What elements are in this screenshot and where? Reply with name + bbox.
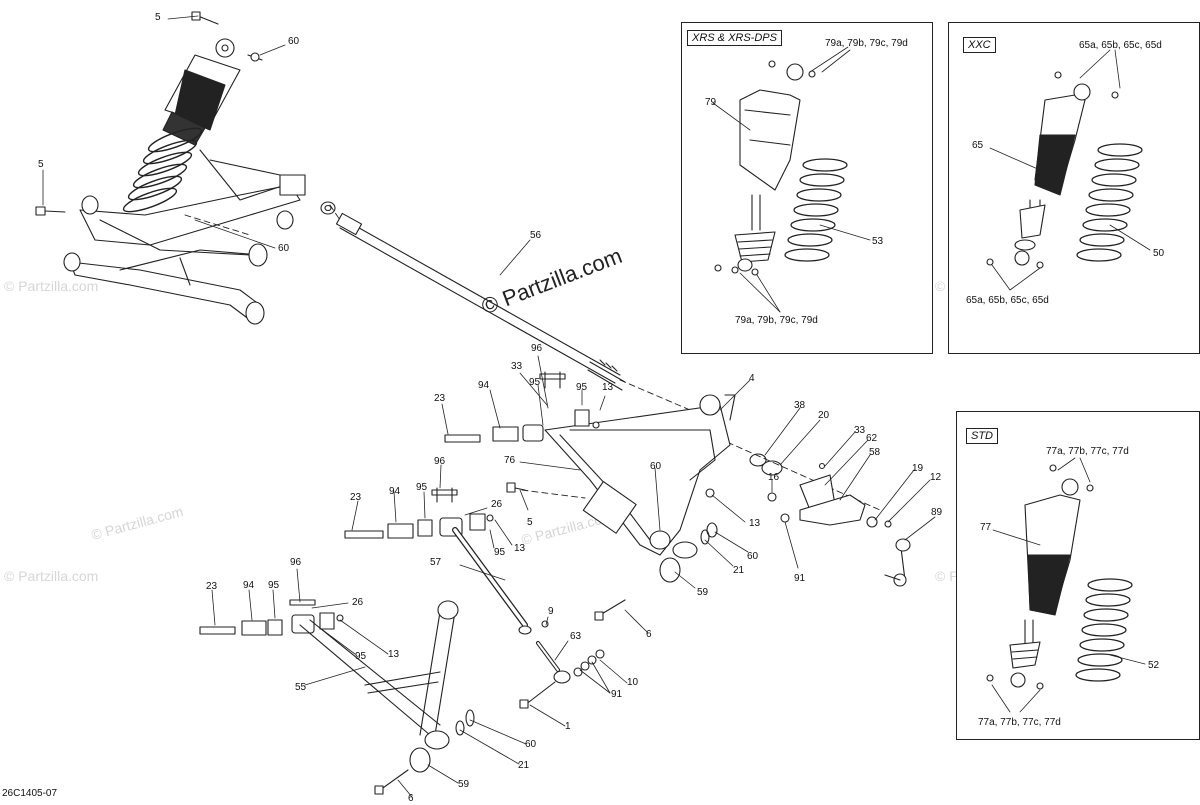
callout-label: 10 xyxy=(627,677,639,688)
callout-label: 33 xyxy=(511,361,523,372)
callout-label: 55 xyxy=(295,682,307,693)
inset-std-title: STD xyxy=(966,428,998,444)
callout-label: 23 xyxy=(350,492,362,503)
callout-label: 95 xyxy=(494,547,506,558)
inset-xxc xyxy=(948,22,1200,354)
callout-label: 63 xyxy=(570,631,582,642)
inset-std xyxy=(956,411,1200,740)
std-spring-drawing xyxy=(1075,578,1133,682)
callout-label: 21 xyxy=(518,760,530,771)
callout-label: 95 xyxy=(416,482,428,493)
callout-label: 89 xyxy=(931,507,943,518)
callout-label: 6 xyxy=(646,629,652,640)
callout-label: 58 xyxy=(869,447,881,458)
callout-label: 16 xyxy=(768,472,780,483)
callout-label: 19 xyxy=(912,463,924,474)
diagram-code: 26C1405-07 xyxy=(2,788,58,799)
callout-label: 20 xyxy=(818,410,830,421)
upper-arm xyxy=(544,394,736,559)
callout-label: 13 xyxy=(514,543,526,554)
middle-bushing-set xyxy=(344,487,494,539)
callout-label: 95 xyxy=(529,377,541,388)
callout-label: 60 xyxy=(288,36,300,47)
callout-label: 13 xyxy=(388,649,400,660)
callout-label: 56 xyxy=(530,230,542,241)
callout-label: 79 xyxy=(705,97,717,108)
callout-label: 77a, 77b, 77c, 77d xyxy=(978,717,1061,728)
callout-label: 77 xyxy=(980,522,992,533)
callout-label: 60 xyxy=(278,243,290,254)
callout-label: 12 xyxy=(930,472,942,483)
leader-lines xyxy=(42,15,1151,798)
inset-xrs-title: XRS & XRS-DPS xyxy=(687,30,782,46)
watermark: © Partzilla.com xyxy=(4,278,99,294)
callout-label: 65a, 65b, 65c, 65d xyxy=(966,295,1049,306)
xrs-spring-drawing xyxy=(784,158,848,262)
callout-label: 95 xyxy=(355,651,367,662)
callout-label: 60 xyxy=(650,461,662,472)
std-shock-drawing xyxy=(986,464,1094,690)
callout-label: 91 xyxy=(794,573,806,584)
callout-label: 6 xyxy=(408,793,414,804)
callout-label: 79a, 79b, 79c, 79d xyxy=(825,38,908,49)
callout-label: 13 xyxy=(602,382,614,393)
callout-label: 76 xyxy=(504,455,516,466)
inset-xrs xyxy=(681,22,933,354)
callout-label: 91 xyxy=(611,689,623,700)
inset-xxc-title: XXC xyxy=(963,37,996,53)
callout-label: 60 xyxy=(747,551,759,562)
sway-bar-arm xyxy=(749,453,911,587)
callout-label: 1 xyxy=(565,721,571,732)
assembled-rear-suspension xyxy=(35,11,336,325)
callout-label: 50 xyxy=(1153,248,1165,259)
callout-label: 13 xyxy=(749,518,761,529)
callout-label: 94 xyxy=(389,486,401,497)
callout-label: 95 xyxy=(576,382,588,393)
callout-label: 5 xyxy=(155,12,161,23)
callout-label: 53 xyxy=(872,236,884,247)
callout-label: 5 xyxy=(38,159,44,170)
callout-label: 26 xyxy=(352,597,364,608)
callout-label: 96 xyxy=(531,343,543,354)
callout-label: 9 xyxy=(548,606,554,617)
callout-label: 23 xyxy=(206,581,218,592)
lower-a-arm xyxy=(199,599,475,795)
callout-label: 4 xyxy=(749,373,755,384)
callout-label: 26 xyxy=(491,499,503,510)
watermark: © Partzilla.com xyxy=(4,568,99,584)
callout-label: 96 xyxy=(290,557,302,568)
callout-label: 77a, 77b, 77c, 77d xyxy=(1046,446,1129,457)
callout-label: 59 xyxy=(458,779,470,790)
callout-label: 21 xyxy=(733,565,745,576)
callout-label: 23 xyxy=(434,393,446,404)
xrs-shock-drawing xyxy=(714,60,816,276)
callout-label: 94 xyxy=(243,580,255,591)
callout-label: 65a, 65b, 65c, 65d xyxy=(1079,40,1162,51)
callout-label: 62 xyxy=(866,433,878,444)
callout-label: 60 xyxy=(525,739,537,750)
callout-label: 95 xyxy=(268,580,280,591)
top-bushing-set xyxy=(444,371,600,443)
callout-label: 94 xyxy=(478,380,490,391)
callout-label: 33 xyxy=(854,425,866,436)
callout-label: 96 xyxy=(434,456,446,467)
xxc-spring-drawing xyxy=(1076,143,1143,262)
xxc-shock-drawing xyxy=(986,71,1119,269)
callout-label: 5 xyxy=(527,517,533,528)
callout-label: 52 xyxy=(1148,660,1160,671)
callout-label: 57 xyxy=(430,557,442,568)
callout-label: 65 xyxy=(972,140,984,151)
callout-label: 38 xyxy=(794,400,806,411)
callout-label: 59 xyxy=(697,587,709,598)
drive-shaft xyxy=(335,212,626,391)
callout-label: 79a, 79b, 79c, 79d xyxy=(735,315,818,326)
